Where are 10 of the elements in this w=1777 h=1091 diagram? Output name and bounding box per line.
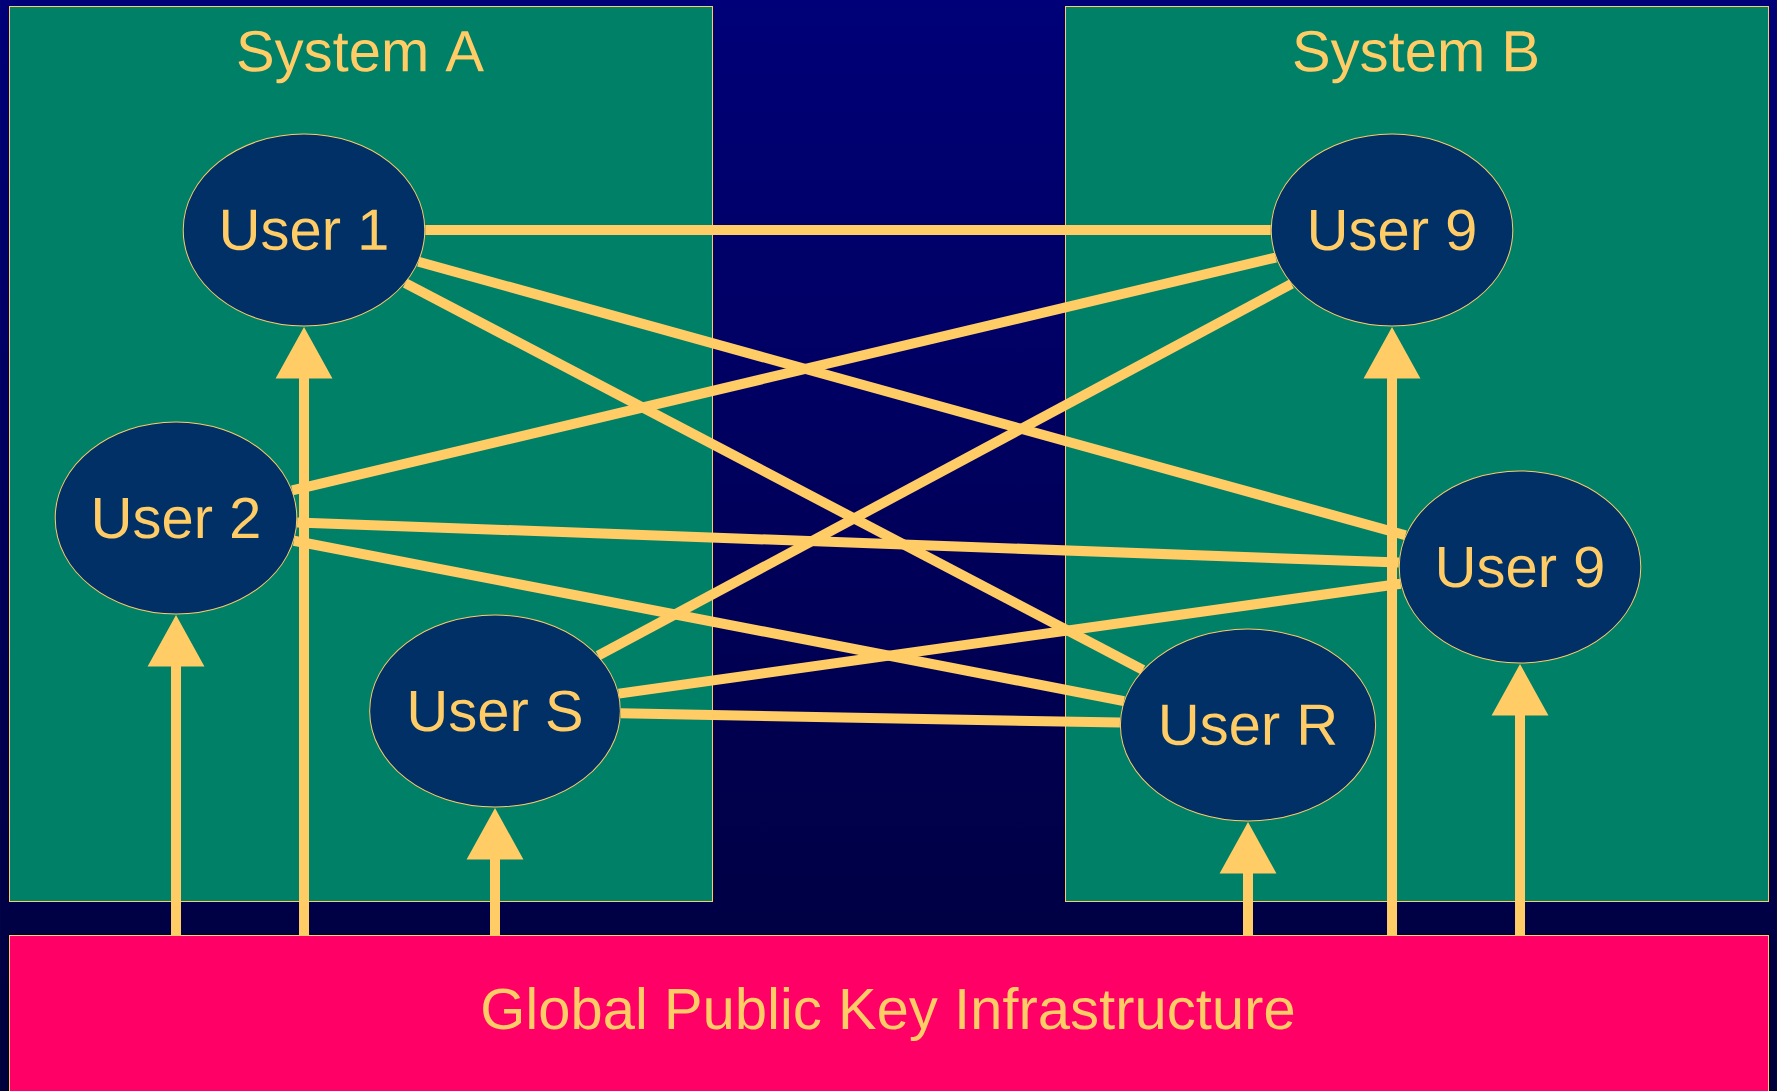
connector-line [402,278,1146,675]
infrastructure-bar: Global Public Key Infrastructure [9,935,1769,1091]
connector-line [425,225,1271,235]
connector-line [292,535,1125,706]
connector-line [297,517,1400,568]
connector-line [618,578,1402,699]
connector-line [291,252,1277,496]
connector-line [417,256,1407,541]
connector-line [595,279,1294,661]
connector-line [620,708,1121,728]
